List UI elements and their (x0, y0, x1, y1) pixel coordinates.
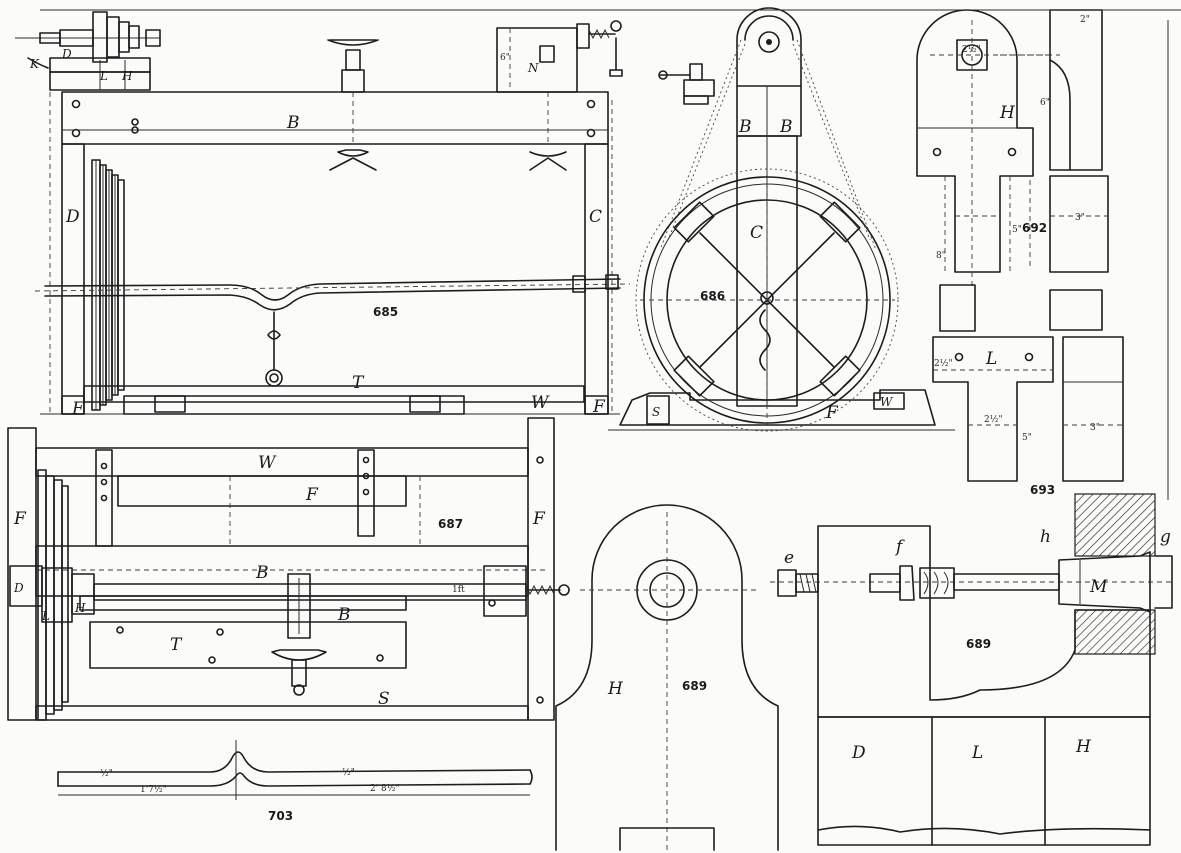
label-K: K (29, 57, 40, 71)
dim-6in: 6" (1040, 98, 1050, 108)
label-L-small: L (99, 69, 108, 83)
bar-B-lower (79, 595, 407, 611)
label-T: T (352, 373, 365, 393)
label-H: H (1075, 737, 1092, 757)
dim-half-a: ½" (100, 768, 113, 779)
label-B: B (286, 113, 300, 133)
headstock-fragment (15, 11, 161, 91)
rail-S (35, 705, 529, 721)
dim-2-5a: 2½" (934, 358, 953, 369)
label-e: e (784, 548, 794, 568)
label-C: C (589, 207, 602, 227)
figure-number-687: 687 (438, 517, 463, 531)
figure-687: W F F F B B D L H T S 1ft 687 (7, 417, 570, 721)
label-F-right: F (592, 397, 606, 417)
label-F-left: F (13, 509, 27, 529)
hatched-housing-top (1074, 493, 1156, 557)
pulley-bracket (736, 7, 802, 87)
figure-number-693: 693 (1030, 483, 1055, 497)
figure-number-685: 685 (373, 305, 398, 319)
label-B-top: B (255, 563, 269, 583)
label-D: D (13, 581, 24, 595)
figure-689-right: e f h g M D L H 689 (770, 493, 1175, 846)
dim-half-b: ½" (342, 767, 355, 778)
leg-D (61, 143, 85, 415)
treadle-T (83, 385, 585, 403)
dim-1ft-7in: 1'7½" (140, 784, 167, 795)
figure-number-689-right: 689 (966, 637, 991, 651)
base-foot (619, 389, 936, 426)
dim-5in: 5" (1012, 225, 1022, 235)
label-W: W (531, 393, 550, 413)
t-piece-L-outline (932, 336, 1054, 482)
dim-2-5in: 2½" (962, 44, 981, 55)
label-H-small: H (121, 69, 133, 83)
frame-F-left (7, 427, 37, 721)
figure-692: H 2½" 6" 5" 8" 3" 2" 692 (916, 9, 1109, 332)
label-W: W (880, 395, 894, 409)
label-F-left: F (71, 399, 85, 419)
tailstock-fragment (496, 20, 623, 93)
bracket-H-large (555, 504, 779, 851)
label-B-bottom: B (337, 605, 351, 625)
figure-685: K D L H N 6" B D C T W F F 685 (15, 11, 631, 419)
dim-6in: 6" (500, 53, 510, 63)
dim-2ft-8in: 2' 8½" (370, 783, 400, 794)
label-D: D (851, 743, 866, 763)
label-D: D (65, 207, 80, 227)
label-L: L (41, 609, 50, 623)
label-S: S (378, 689, 390, 709)
dim-2in: 2" (1080, 15, 1090, 25)
label-D-small: D (61, 47, 72, 61)
figure-number-689-left: 689 (682, 679, 707, 693)
dim-1ft: 1ft (452, 585, 465, 595)
label-L: L (985, 349, 997, 369)
figure-686: B B C F W S 686 (608, 7, 955, 432)
figure-703: ½" ½" 1'7½" 2' 8½" 703 (57, 740, 533, 823)
label-F-right: F (532, 509, 546, 529)
rail-W (35, 447, 529, 477)
figure-number-703: 703 (268, 809, 293, 823)
dim-3in: 3" (1090, 423, 1100, 433)
label-H: H (607, 679, 624, 699)
label-S: S (652, 405, 660, 419)
label-W: W (258, 453, 277, 473)
bracket-H-outline (916, 9, 1034, 273)
treadle-T-plan (89, 621, 407, 669)
bar-F (117, 475, 407, 507)
figure-number-692: 692 (1022, 221, 1047, 235)
figure-number-686: 686 (700, 289, 725, 303)
label-C: C (750, 223, 763, 243)
bed-beam-B (61, 91, 609, 145)
label-T: T (170, 635, 183, 655)
tool-rest (327, 39, 567, 171)
crankshaft (34, 274, 631, 387)
label-H: H (74, 601, 86, 615)
label-g: g (1160, 527, 1171, 547)
label-N: N (527, 61, 539, 75)
label-M: M (1089, 577, 1108, 597)
figure-693: L 2½" 2½" 5" 3" 693 (932, 336, 1124, 497)
label-h: h (1040, 527, 1051, 547)
label-B-left: B (738, 117, 752, 137)
label-L: L (971, 743, 983, 763)
label-H: H (999, 103, 1016, 123)
label-F-mid: F (305, 485, 319, 505)
label-B-right: B (779, 117, 793, 137)
dim-8in: 8" (936, 251, 946, 261)
wheel-spoke-plates (673, 201, 861, 397)
dim-2-5b: 2½" (984, 414, 1003, 425)
dim-3in: 3" (1075, 213, 1085, 223)
figure-689-left: H 689 (555, 504, 779, 851)
label-f: f (894, 537, 905, 557)
dim-5in: 5" (1022, 433, 1032, 443)
label-F: F (825, 403, 839, 423)
hatched-housing-bottom (1074, 609, 1156, 655)
